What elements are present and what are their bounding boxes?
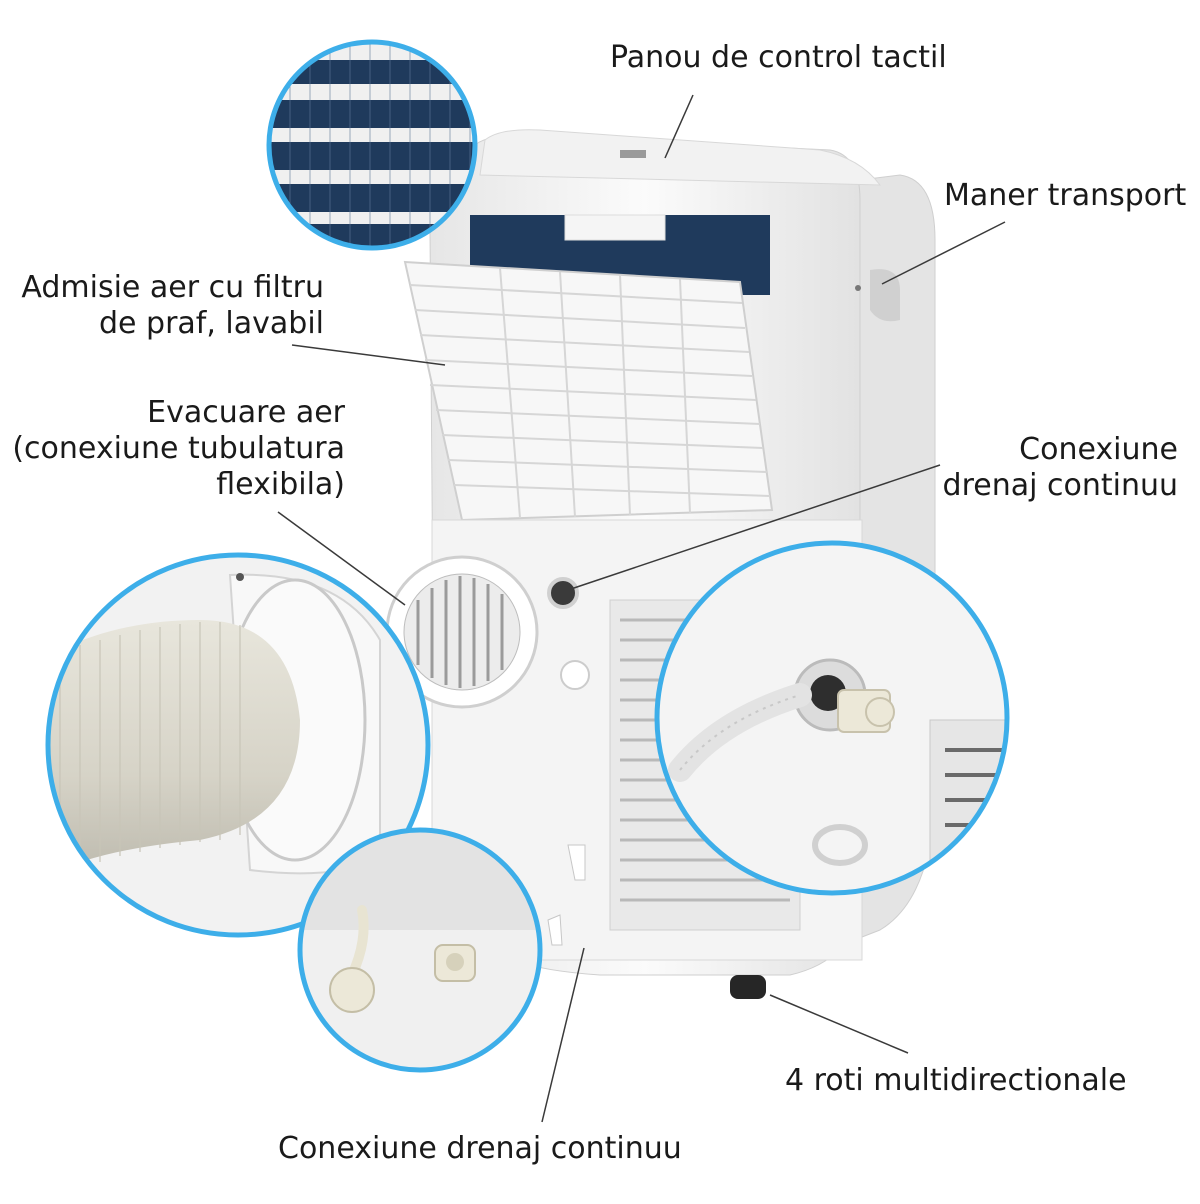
leader-exhaust [277, 511, 406, 606]
label-exhaust-line-3: flexibila) [216, 467, 345, 502]
label-drain-right-line-2: drenaj continuu [942, 468, 1178, 503]
label-exhaust: Evacuare aer (conexiune tubulatura flexi… [12, 395, 345, 503]
label-air-intake-line-2: de praf, lavabil [99, 306, 324, 341]
label-handle: Maner transport [944, 178, 1187, 213]
label-drain-right: Conexiune drenaj continuu [943, 432, 1178, 504]
bottom-drain-detail-callout [297, 827, 543, 1073]
filter-detail-callout [266, 39, 478, 251]
leader-control-panel [664, 94, 694, 159]
control-panel-display-icon [620, 150, 646, 158]
label-drain-bottom: Conexiune drenaj continuu [278, 1131, 682, 1166]
air-intake-grille [403, 260, 774, 522]
exhaust-port [385, 555, 539, 709]
label-drain-right-line-1: Conexiune [1019, 432, 1178, 467]
wheel-icon [730, 975, 766, 999]
label-exhaust-line-2: (conexiune tubulatura [12, 431, 345, 466]
label-exhaust-line-1: Evacuare aer [147, 395, 345, 430]
label-wheels: 4 roti multidirectionale [785, 1063, 1127, 1098]
leader-drain-bottom [541, 947, 585, 1123]
label-air-intake: Admisie aer cu filtru de praf, lavabil [21, 270, 324, 342]
leader-air-intake [291, 344, 446, 366]
leader-drain-right [567, 464, 941, 591]
label-control-panel: Panou de control tactil [610, 40, 947, 75]
leader-lines [277, 94, 1006, 1123]
hose-detail-callout [45, 552, 431, 938]
label-air-intake-line-1: Admisie aer cu filtru [21, 270, 324, 305]
leader-handle [881, 221, 1006, 285]
leader-wheels [769, 994, 909, 1054]
